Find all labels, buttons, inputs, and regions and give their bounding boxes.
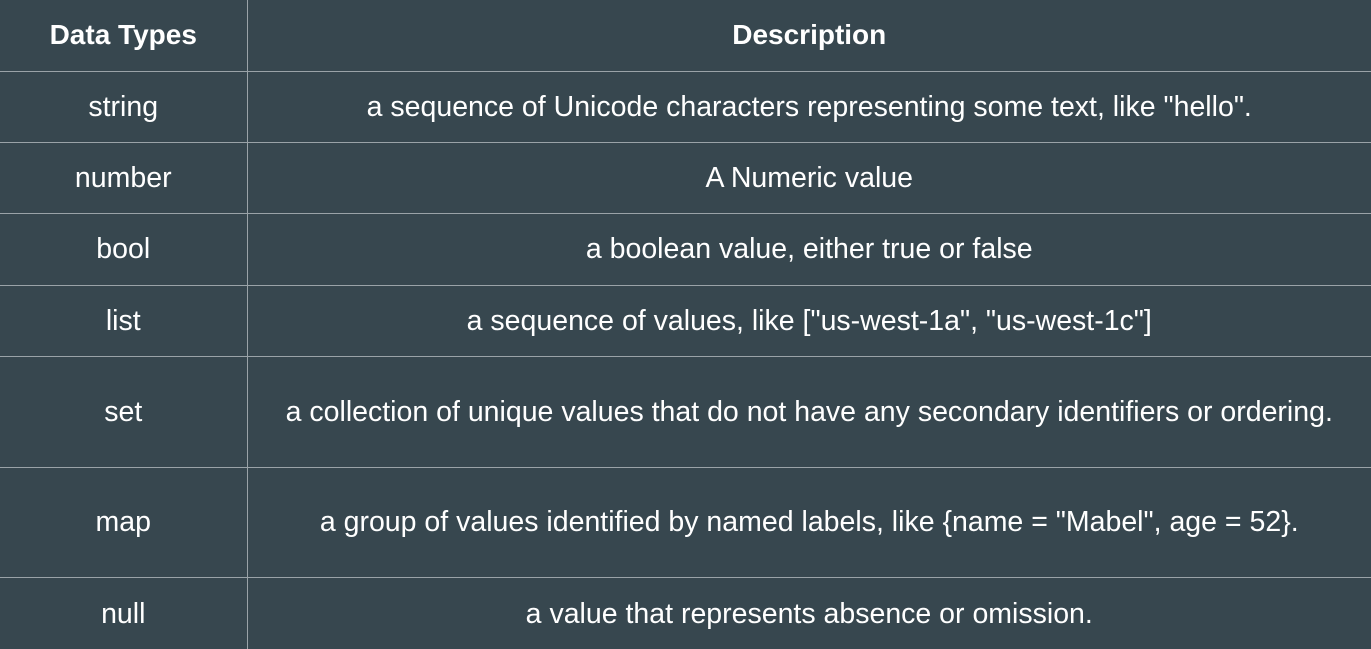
table-row: number A Numeric value [0,141,1371,215]
description-cell: a sequence of Unicode characters represe… [246,70,1371,143]
description-cell: a value that represents absence or omiss… [246,577,1371,649]
header-data-types: Data Types [0,0,248,72]
description-cell: a group of values identified by named la… [246,466,1371,579]
type-cell: bool [0,213,248,286]
table-header-row: Data Types Description [0,0,1371,72]
table-row: map a group of values identified by name… [0,466,1371,579]
type-cell: map [0,466,248,579]
table-row: set a collection of unique values that d… [0,355,1371,468]
type-cell: set [0,355,248,468]
type-cell: null [0,577,248,649]
table-row: null a value that represents absence or … [0,577,1371,649]
type-cell: number [0,141,248,215]
table-row: list a sequence of values, like ["us-wes… [0,284,1371,357]
description-cell: a sequence of values, like ["us-west-1a"… [246,284,1371,357]
type-cell: list [0,284,248,357]
table-row: string a sequence of Unicode characters … [0,70,1371,143]
description-cell: A Numeric value [246,141,1371,215]
type-cell: string [0,70,248,143]
table-row: bool a boolean value, either true or fal… [0,213,1371,286]
description-cell: a boolean value, either true or false [246,213,1371,286]
header-description: Description [246,0,1371,72]
description-cell: a collection of unique values that do no… [246,355,1371,468]
